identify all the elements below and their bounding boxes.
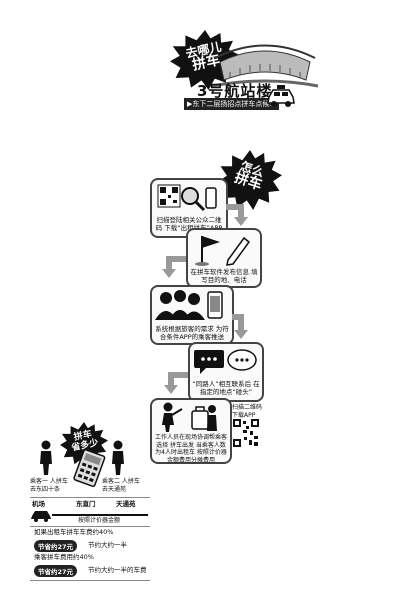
fare-note: 按照计价器金额 (78, 517, 121, 524)
arrow-3-down (238, 314, 244, 330)
arrow-2-down (166, 256, 172, 270)
person-left-icon (40, 440, 52, 475)
person-left-text: 乘客一 人拼车 去东四十条 (30, 478, 68, 493)
arrow-2-head (162, 269, 176, 278)
arrow-1-head (234, 217, 248, 226)
divider-3 (30, 580, 150, 581)
step-card-4: “同路人”相互联系后 在指定的地点“碰头” (188, 342, 264, 402)
cost-row-4-pill: 节省约27元 (34, 565, 78, 577)
cost-row-2-pill: 节省约27元 (34, 540, 78, 552)
chat-bubbles-icon (194, 349, 257, 374)
person-right-icon (112, 440, 124, 475)
person-right-text: 乘客二 人拼车 去天通苑 (102, 478, 140, 493)
route-line (52, 514, 148, 516)
terminal-illustration (211, 44, 319, 88)
arrow-1 (226, 204, 244, 210)
taxi-small-icon (31, 511, 51, 522)
taxi-icon (267, 85, 295, 107)
crowd-phone-icon (155, 290, 223, 320)
route-end-label: 天通苑 (116, 500, 136, 508)
arrow-1-down (238, 204, 244, 218)
cost-row-3: 乘客拼车费用约40% (34, 553, 94, 561)
route-mid-label: 东直门 (76, 500, 96, 508)
qr-search-icon (157, 184, 217, 212)
line-subtitle: ▶东下二层扬招点拼车点候车 (184, 98, 280, 110)
arrow-4-head (164, 385, 178, 394)
cost-row-1: 如果出租车拼车车费约40% (34, 528, 114, 536)
arrow-4 (168, 372, 188, 378)
divider-1 (30, 497, 150, 498)
step-card-3: 系统根据旅客的需求 为符合条件APP的乘客推送 (150, 285, 234, 345)
arrow-2 (166, 256, 186, 262)
route-start-label: 机场 (32, 500, 45, 508)
arrow-4-down (168, 372, 174, 386)
qr-code-icon (232, 418, 260, 448)
step-3-text: 系统根据旅客的需求 为符合条件APP的乘客推送 (155, 325, 229, 341)
cost-row-4-note: 节约大约一半的车费 (88, 566, 147, 574)
staff-luggage-icon (162, 402, 217, 432)
step-4-text: “同路人”相互联系后 在指定的地点“碰头” (192, 380, 260, 396)
calculator-icon (73, 450, 106, 488)
line-title: 3号航站楼 (197, 82, 273, 100)
step-1-text: 扫描登陆相关公众二维码 下载“出租拼车”APP (155, 216, 223, 232)
arrow-3-head (234, 330, 248, 339)
qr-caption: 扫描二维码 下载APP (232, 404, 263, 419)
divider-2 (30, 526, 150, 527)
step-card-2: 在拼车软件发布信息 填写目的地、电话 (186, 228, 262, 288)
cost-row-2-note: 节约大约一半 (88, 541, 127, 549)
flag-pencil-icon (195, 236, 251, 266)
step-2-text: 在拼车软件发布信息 填写目的地、电话 (190, 268, 258, 284)
step-card-5: 工作人员在现场协调帮乘客选择 拼车出发 当乘客人数为4人时出租车 按照计价器金额… (150, 398, 232, 464)
step-5-text: 工作人员在现场协调帮乘客选择 拼车出发 当乘客人数为4人时出租车 按照计价器金额… (154, 434, 227, 464)
